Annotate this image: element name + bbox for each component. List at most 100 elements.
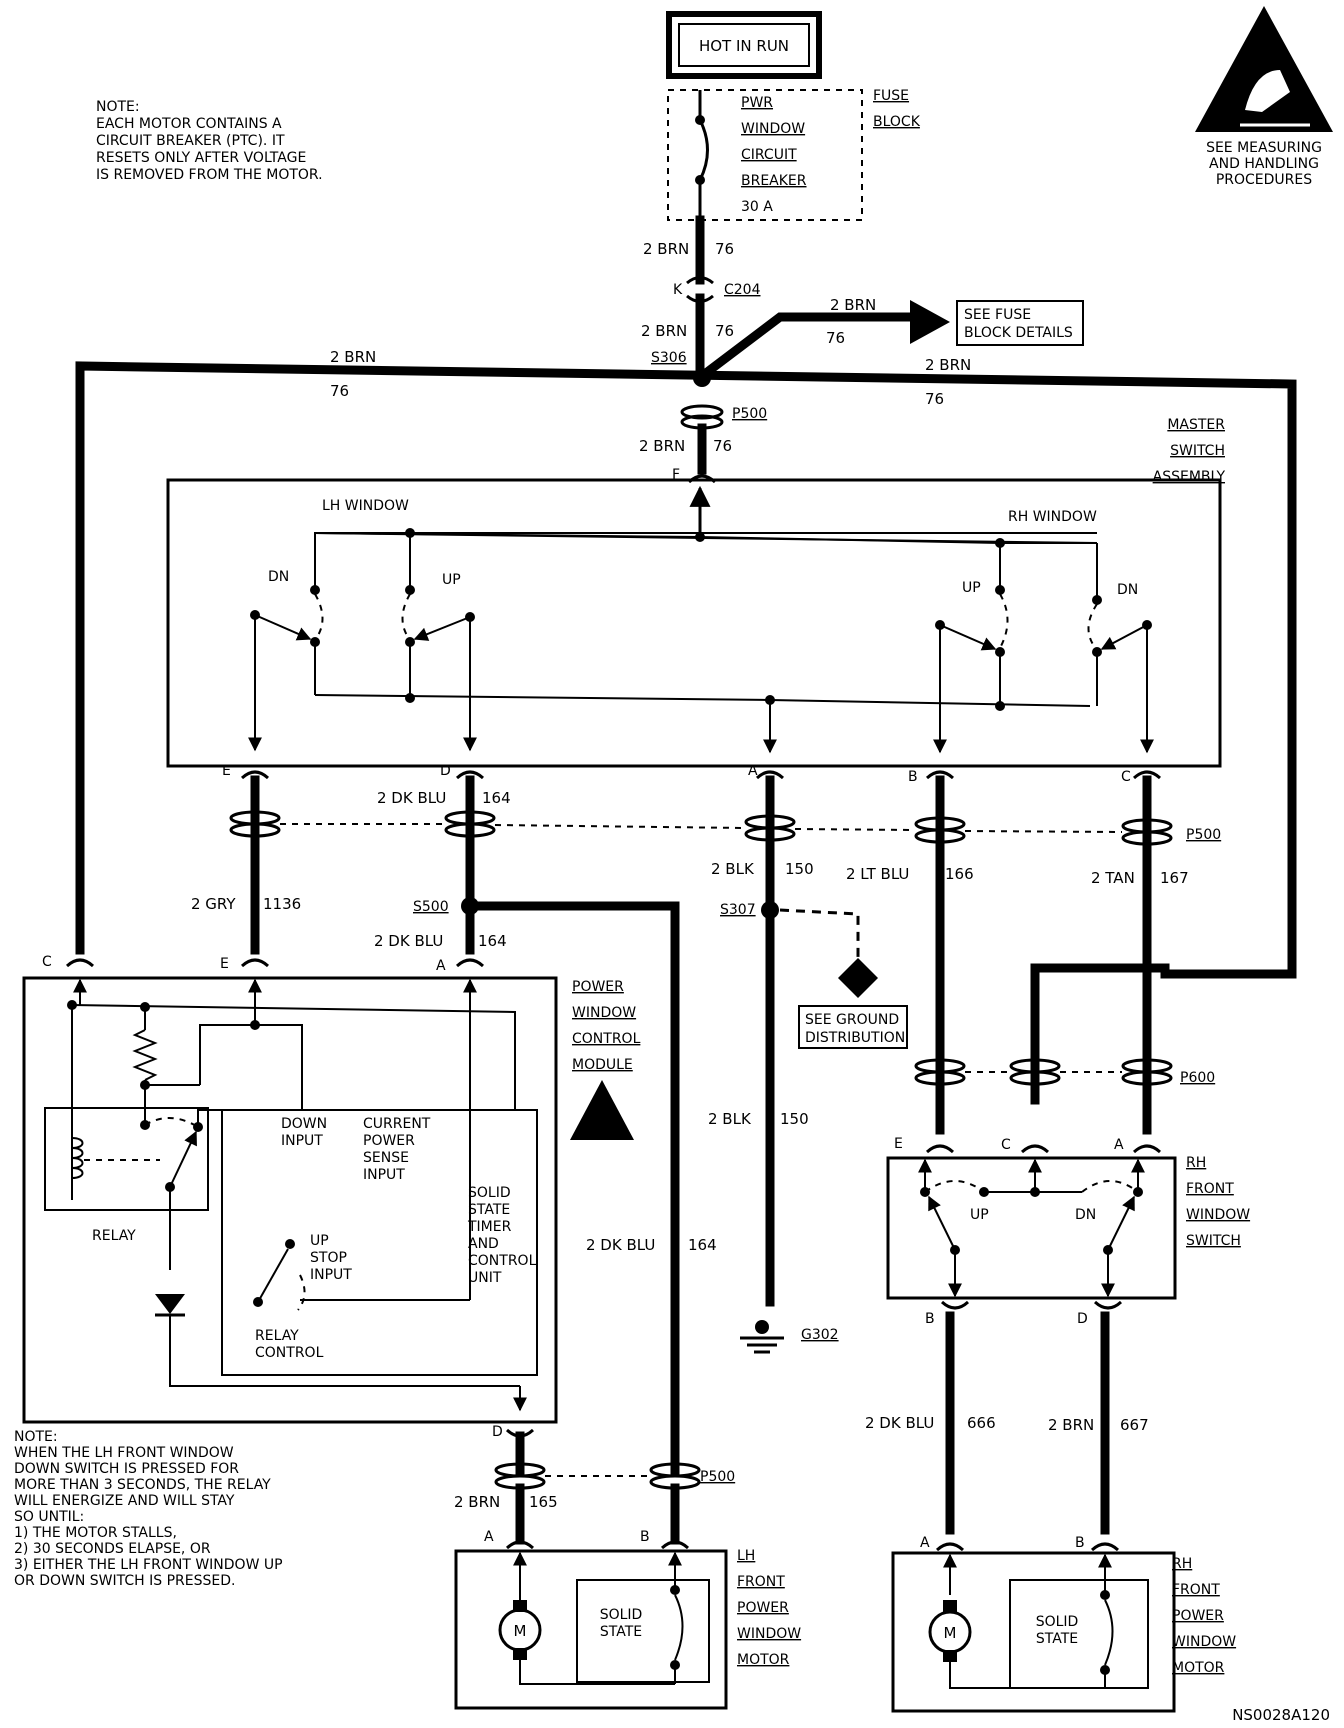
- lh-motor-label-3: POWER: [737, 1600, 789, 1616]
- g302-label: G302: [801, 1327, 839, 1343]
- wire76-size-4: 2 BRN: [639, 437, 685, 455]
- svg-text:SEE FUSE: SEE FUSE: [964, 307, 1031, 323]
- p500-label-top: P500: [732, 406, 767, 422]
- wire76-size-right: 2 BRN: [925, 356, 971, 374]
- lh-window-label: LH WINDOW: [322, 498, 409, 514]
- pin-a-module: A: [436, 958, 446, 974]
- wire76-size-left: 2 BRN: [330, 348, 376, 366]
- svg-text:WHEN THE LH FRONT WINDOW: WHEN THE LH FRONT WINDOW: [14, 1445, 234, 1461]
- pin-c-rh-switch: C: [1001, 1137, 1011, 1153]
- pin-e-rh-switch: E: [894, 1136, 903, 1152]
- pin-d-master: D: [440, 763, 451, 779]
- wire150-size-2: 2 BLK: [708, 1110, 752, 1128]
- solid-1: SOLID: [468, 1185, 511, 1201]
- pin-b-rh-motor: B: [1075, 1535, 1085, 1551]
- svg-text:BLOCK DETAILS: BLOCK DETAILS: [964, 325, 1073, 341]
- wire164-num-2: 164: [478, 932, 507, 950]
- p600-label: P600: [1180, 1070, 1215, 1086]
- lh-up-label: UP: [442, 572, 461, 588]
- upstop-1: UP: [310, 1233, 329, 1249]
- pin-f: F: [672, 467, 680, 483]
- wire667-size: 2 BRN: [1048, 1416, 1094, 1434]
- relay-control-1: RELAY: [255, 1328, 299, 1344]
- rh-switch-label-3: WINDOW: [1186, 1207, 1250, 1223]
- svg-text:EACH MOTOR CONTAINS A: EACH MOTOR CONTAINS A: [96, 116, 282, 132]
- esd-small-icon: [570, 1080, 634, 1140]
- wire164-num-3: 164: [688, 1236, 717, 1254]
- master-label-3: ASSEMBLY: [1153, 469, 1226, 485]
- svg-text:2) 30 SECONDS ELAPSE, OR: 2) 30 SECONDS ELAPSE, OR: [14, 1541, 211, 1557]
- relay-control-2: CONTROL: [255, 1345, 324, 1361]
- pin-c-master: C: [1121, 769, 1131, 785]
- solid-3: TIMER: [467, 1219, 512, 1235]
- svg-text:SEE GROUND: SEE GROUND: [805, 1012, 899, 1028]
- down-input-1: DOWN: [281, 1116, 327, 1132]
- s306-label: S306: [651, 350, 687, 366]
- master-pins: E D A B C: [222, 763, 1162, 785]
- rh-switch-label-1: RH: [1186, 1155, 1206, 1171]
- master-label-1: MASTER: [1167, 417, 1225, 433]
- fuse-label-1: PWR: [741, 95, 773, 111]
- wire167-num: 167: [1160, 869, 1189, 887]
- module-label-3: CONTROL: [572, 1031, 641, 1047]
- figure-id: NS0028A120: [1232, 1706, 1330, 1724]
- svg-text:RESETS ONLY AFTER VOLTAGE: RESETS ONLY AFTER VOLTAGE: [96, 150, 306, 166]
- upstop-3: INPUT: [310, 1267, 352, 1283]
- note-bottom: NOTE: WHEN THE LH FRONT WINDOW DOWN SWIT…: [14, 1429, 283, 1589]
- svg-text:SO UNTIL:: SO UNTIL:: [14, 1509, 84, 1525]
- connector-p500-top: P500: [680, 404, 767, 430]
- relay-label: RELAY: [92, 1228, 136, 1244]
- power-window-control-module: POWER WINDOW CONTROL MODULE C E A RELAY: [22, 954, 641, 1440]
- lh-motor-label-2: FRONT: [737, 1574, 785, 1590]
- wire666-num: 666: [967, 1414, 996, 1432]
- note-top: NOTE: EACH MOTOR CONTAINS A CIRCUIT BREA…: [96, 99, 323, 183]
- wire76-num-4: 76: [713, 437, 732, 455]
- esd-note-1: SEE MEASURING: [1206, 140, 1322, 156]
- rh-motor-label-3: POWER: [1172, 1608, 1224, 1624]
- wire76-num-3: 76: [826, 329, 845, 347]
- hot-in-run-box: HOT IN RUN: [666, 11, 822, 79]
- pin-d-rh-switch: D: [1077, 1311, 1088, 1327]
- rh-switch-label-2: FRONT: [1186, 1181, 1234, 1197]
- pin-e-module: E: [220, 956, 229, 972]
- p500-label-bottom: P500: [700, 1469, 735, 1485]
- esd-warning-icon: SEE MEASURING AND HANDLING PROCEDURES: [1195, 6, 1333, 188]
- svg-text:DOWN SWITCH IS PRESSED FOR: DOWN SWITCH IS PRESSED FOR: [14, 1461, 239, 1477]
- wire76-num-left: 76: [330, 382, 349, 400]
- fuse-label-3: CIRCUIT: [741, 147, 797, 163]
- down-input-2: INPUT: [281, 1133, 323, 1149]
- lh-motor-label-1: LH: [737, 1548, 755, 1564]
- lh-front-power-window-motor: A B M SOLID STATE LH FRONT POWER WINDOW …: [454, 1529, 801, 1710]
- master-switch-assembly: MASTER SWITCH ASSEMBLY LH WINDOW RH WIND…: [166, 417, 1226, 768]
- pin-b-rh-switch: B: [925, 1311, 935, 1327]
- solid-4: AND: [468, 1236, 499, 1252]
- svg-text:MORE THAN 3 SECONDS, THE RELA: MORE THAN 3 SECONDS, THE RELAY: [14, 1477, 271, 1493]
- solid-5: CONTROL: [468, 1253, 537, 1269]
- connector-p500-row: P500: [229, 810, 1221, 846]
- see-ground-distribution: SEE GROUND DISTRIBUTION: [798, 1005, 908, 1049]
- esd-note-3: PROCEDURES: [1216, 172, 1312, 188]
- rh-switch-label-4: SWITCH: [1186, 1233, 1241, 1249]
- lh-motor-m: M: [514, 1622, 527, 1640]
- fuse-label-4: BREAKER: [741, 173, 807, 189]
- wire76-num-2: 76: [715, 322, 734, 340]
- splice-s306: [693, 369, 711, 387]
- upstop-2: STOP: [310, 1250, 347, 1266]
- current-3: SENSE: [363, 1150, 409, 1166]
- pin-b-lh-motor: B: [640, 1529, 650, 1545]
- svg-text:OR DOWN SWITCH IS PRESSED.: OR DOWN SWITCH IS PRESSED.: [14, 1573, 235, 1589]
- module-label-1: POWER: [572, 979, 624, 995]
- lh-motor-label-4: WINDOW: [737, 1626, 801, 1642]
- rh-window-label: RH WINDOW: [1008, 509, 1097, 525]
- solid-2: STATE: [468, 1202, 510, 1218]
- svg-text:1) THE MOTOR STALLS,: 1) THE MOTOR STALLS,: [14, 1525, 177, 1541]
- see-fuse-block-details: SEE FUSE BLOCK DETAILS: [956, 300, 1084, 346]
- wire164-size-1: 2 DK BLU: [377, 789, 446, 807]
- svg-text:CIRCUIT BREAKER (PTC). IT: CIRCUIT BREAKER (PTC). IT: [96, 133, 285, 149]
- wire165-size: 2 BRN: [454, 1493, 500, 1511]
- splice-s307: [761, 901, 779, 919]
- wire76-size-1: 2 BRN: [643, 240, 689, 258]
- rh-motor-label-4: WINDOW: [1172, 1634, 1236, 1650]
- wire166-size: 2 LT BLU: [846, 865, 909, 883]
- rh-solid-1: SOLID: [1036, 1614, 1079, 1630]
